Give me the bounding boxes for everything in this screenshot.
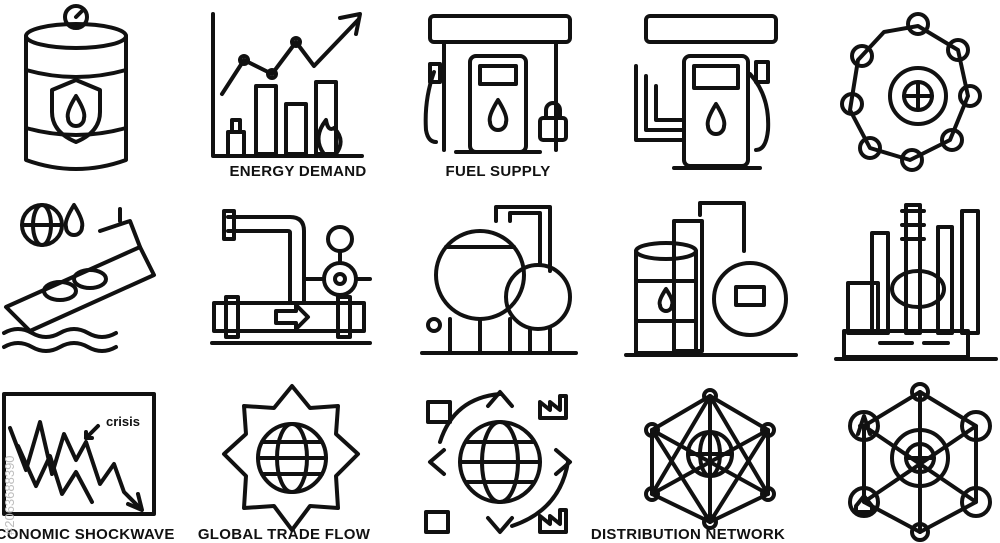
storage-tanks-cell [400,181,600,362]
fuel-dispenser-cell [600,0,800,181]
refinery-storage-icon [624,201,798,357]
tanker-ship-cell [0,181,200,362]
stock-watermark: #2063688390 [2,455,17,535]
globe-network-icon [644,388,776,530]
crisis-annotation: crisis [106,414,140,429]
rising-chart-icon [211,12,364,158]
fuel-supply-label: FUEL SUPPLY [445,163,551,180]
globe-trade-routes-icon [424,390,572,534]
energy-demand-cell: ENERGY DEMAND [200,0,400,181]
distribution-network-cell: DISTRIBUTION NETWORK [591,362,800,543]
fuel-supply-cell: FUEL SUPPLY [400,0,600,181]
fuel-dispenser-icon [634,14,778,170]
refinery-storage-cell [600,181,800,362]
energy-grid-network-icon [848,382,992,542]
pipeline-valve-cell [200,181,400,362]
global-trade-flow-label: GLOBAL TRADE FLOW [197,526,371,543]
industrial-refinery-cell [800,181,1000,362]
globe-trade-routes-cell [400,362,600,543]
pipeline-valve-icon [210,209,372,345]
tanker-ship-globe-icon [2,203,156,353]
globe-circular-arrows-icon [222,384,360,532]
energy-demand-label: ENERGY DEMAND [229,163,367,180]
economic-shockwave-label: ECONOMIC SHOCKWAVE [0,526,175,543]
economic-shockwave-cell: crisis ECONOMIC SHOCKWAVE [0,362,200,543]
distribution-network-label: DISTRIBUTION NETWORK [590,526,786,543]
energy-network-gear-cell [800,0,1000,181]
falling-chart-icon [2,392,156,516]
energy-grid-network-cell [800,362,1000,543]
spherical-storage-tanks-icon [420,205,578,355]
global-trade-flow-cell: GLOBAL TRADE FLOW [198,362,400,543]
fuel-pump-lock-icon [423,14,572,154]
oil-barrel-shield-icon [24,4,128,171]
oil-barrel-shield-cell [0,0,200,181]
refinery-plant-icon [834,203,998,361]
gear-network-icon [840,12,982,172]
